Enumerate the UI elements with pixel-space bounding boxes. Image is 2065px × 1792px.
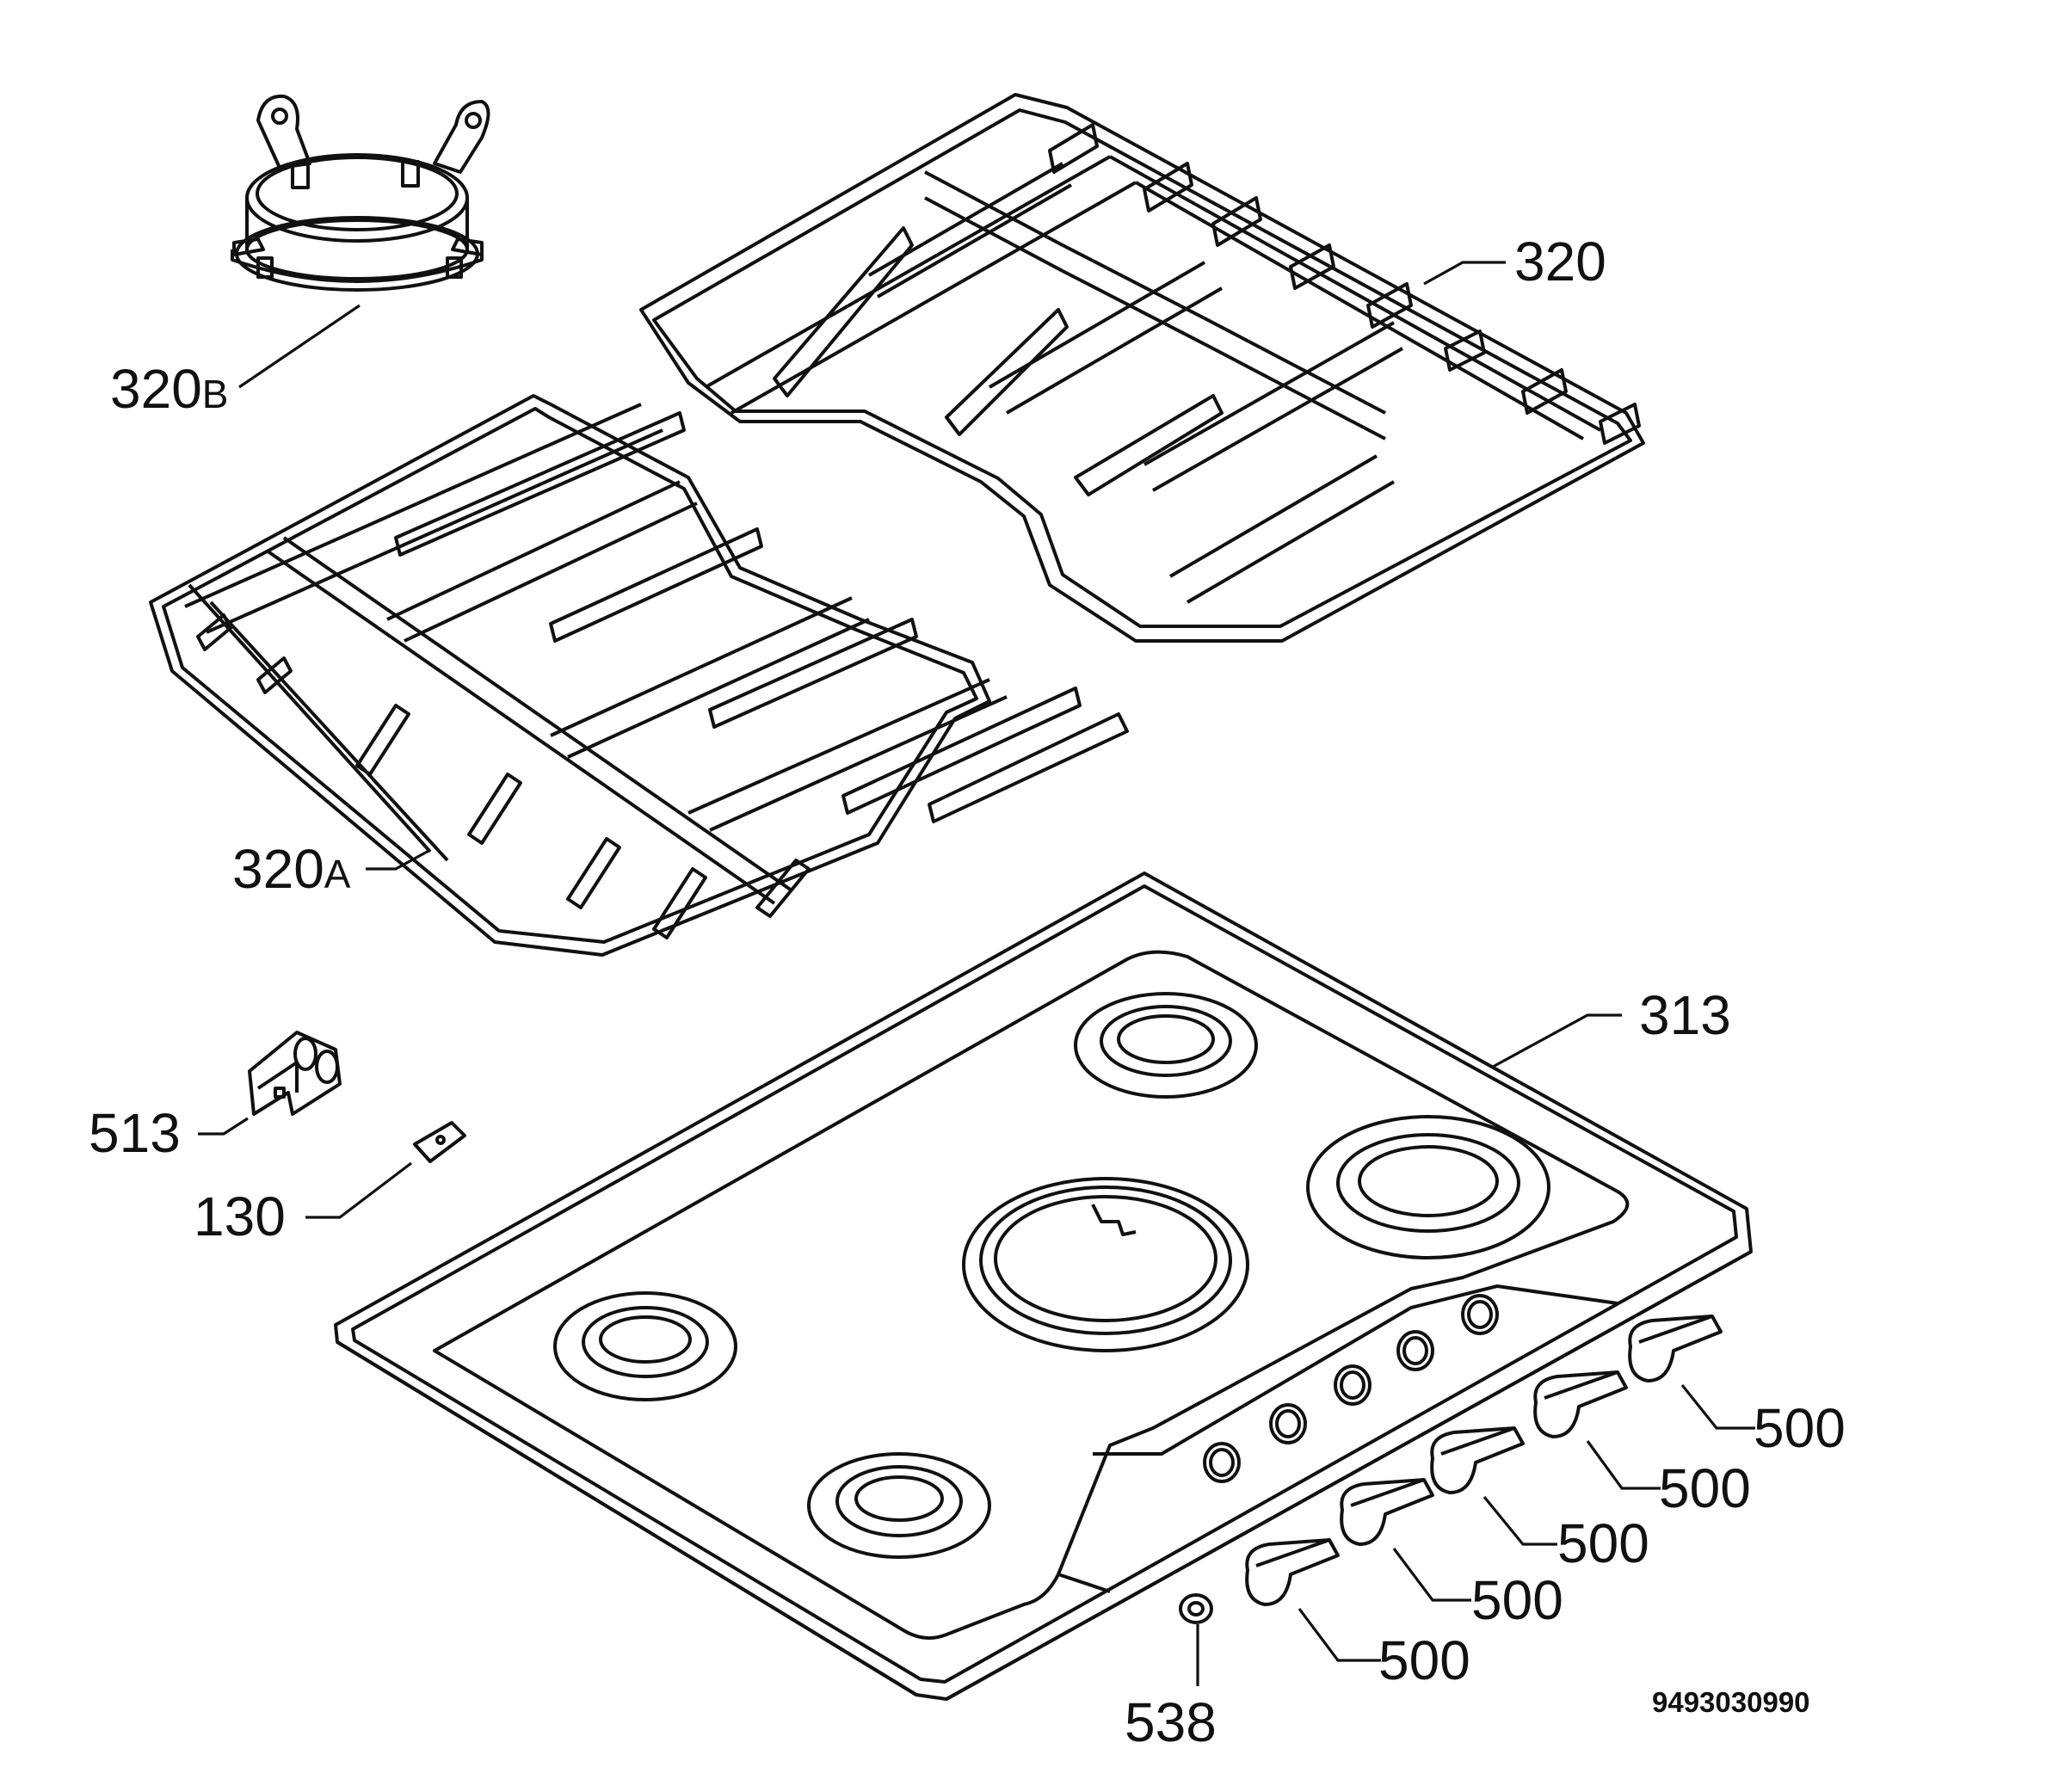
label-513: 513 — [89, 1105, 181, 1161]
pan-support-ring — [231, 94, 490, 292]
nut-part — [1179, 1593, 1213, 1624]
label-500-knob-2-number: 500 — [1471, 1569, 1563, 1631]
label-320-number: 320 — [1514, 231, 1606, 293]
label-500-knob-3-number: 500 — [1557, 1512, 1649, 1574]
label-320a: 320A — [232, 841, 350, 896]
pan-support-grid-left — [149, 394, 1129, 957]
clip-part — [248, 1031, 342, 1116]
label-130-number: 130 — [194, 1185, 286, 1247]
label-320b-number: 320 — [110, 358, 202, 420]
label-320: 320 — [1514, 234, 1606, 289]
document-number: 9493030990 — [1652, 1686, 1810, 1718]
label-500-knob-5: 500 — [1754, 1401, 1846, 1456]
label-320b: 320B — [110, 361, 228, 416]
control-knob-4 — [1533, 1370, 1628, 1438]
control-knob-1 — [1245, 1538, 1340, 1606]
label-313: 313 — [1639, 988, 1731, 1043]
label-320a-number: 320 — [232, 838, 324, 900]
label-500-knob-1-number: 500 — [1378, 1629, 1470, 1691]
label-500-knob-3: 500 — [1557, 1516, 1649, 1571]
label-313-number: 313 — [1639, 984, 1731, 1046]
leader-lines — [198, 261, 1755, 1686]
label-500-knob-1: 500 — [1378, 1633, 1470, 1688]
label-513-number: 513 — [89, 1102, 181, 1164]
hob-top-plate — [334, 871, 1753, 1701]
small-plate-part — [413, 1121, 466, 1163]
label-320a-suffix: A — [324, 852, 351, 896]
control-knob-2 — [1340, 1478, 1434, 1546]
control-knob-5 — [1628, 1315, 1723, 1382]
label-500-knob-5-number: 500 — [1754, 1397, 1846, 1459]
label-500-knob-4: 500 — [1659, 1461, 1751, 1516]
label-500-knob-2: 500 — [1471, 1573, 1563, 1628]
label-500-knob-4-number: 500 — [1659, 1457, 1751, 1519]
label-130: 130 — [194, 1189, 286, 1244]
control-knob-3 — [1430, 1426, 1525, 1494]
label-538: 538 — [1125, 1695, 1217, 1750]
pan-support-grid-right — [639, 93, 1645, 643]
label-538-number: 538 — [1125, 1691, 1217, 1753]
label-320b-suffix: B — [201, 372, 229, 416]
